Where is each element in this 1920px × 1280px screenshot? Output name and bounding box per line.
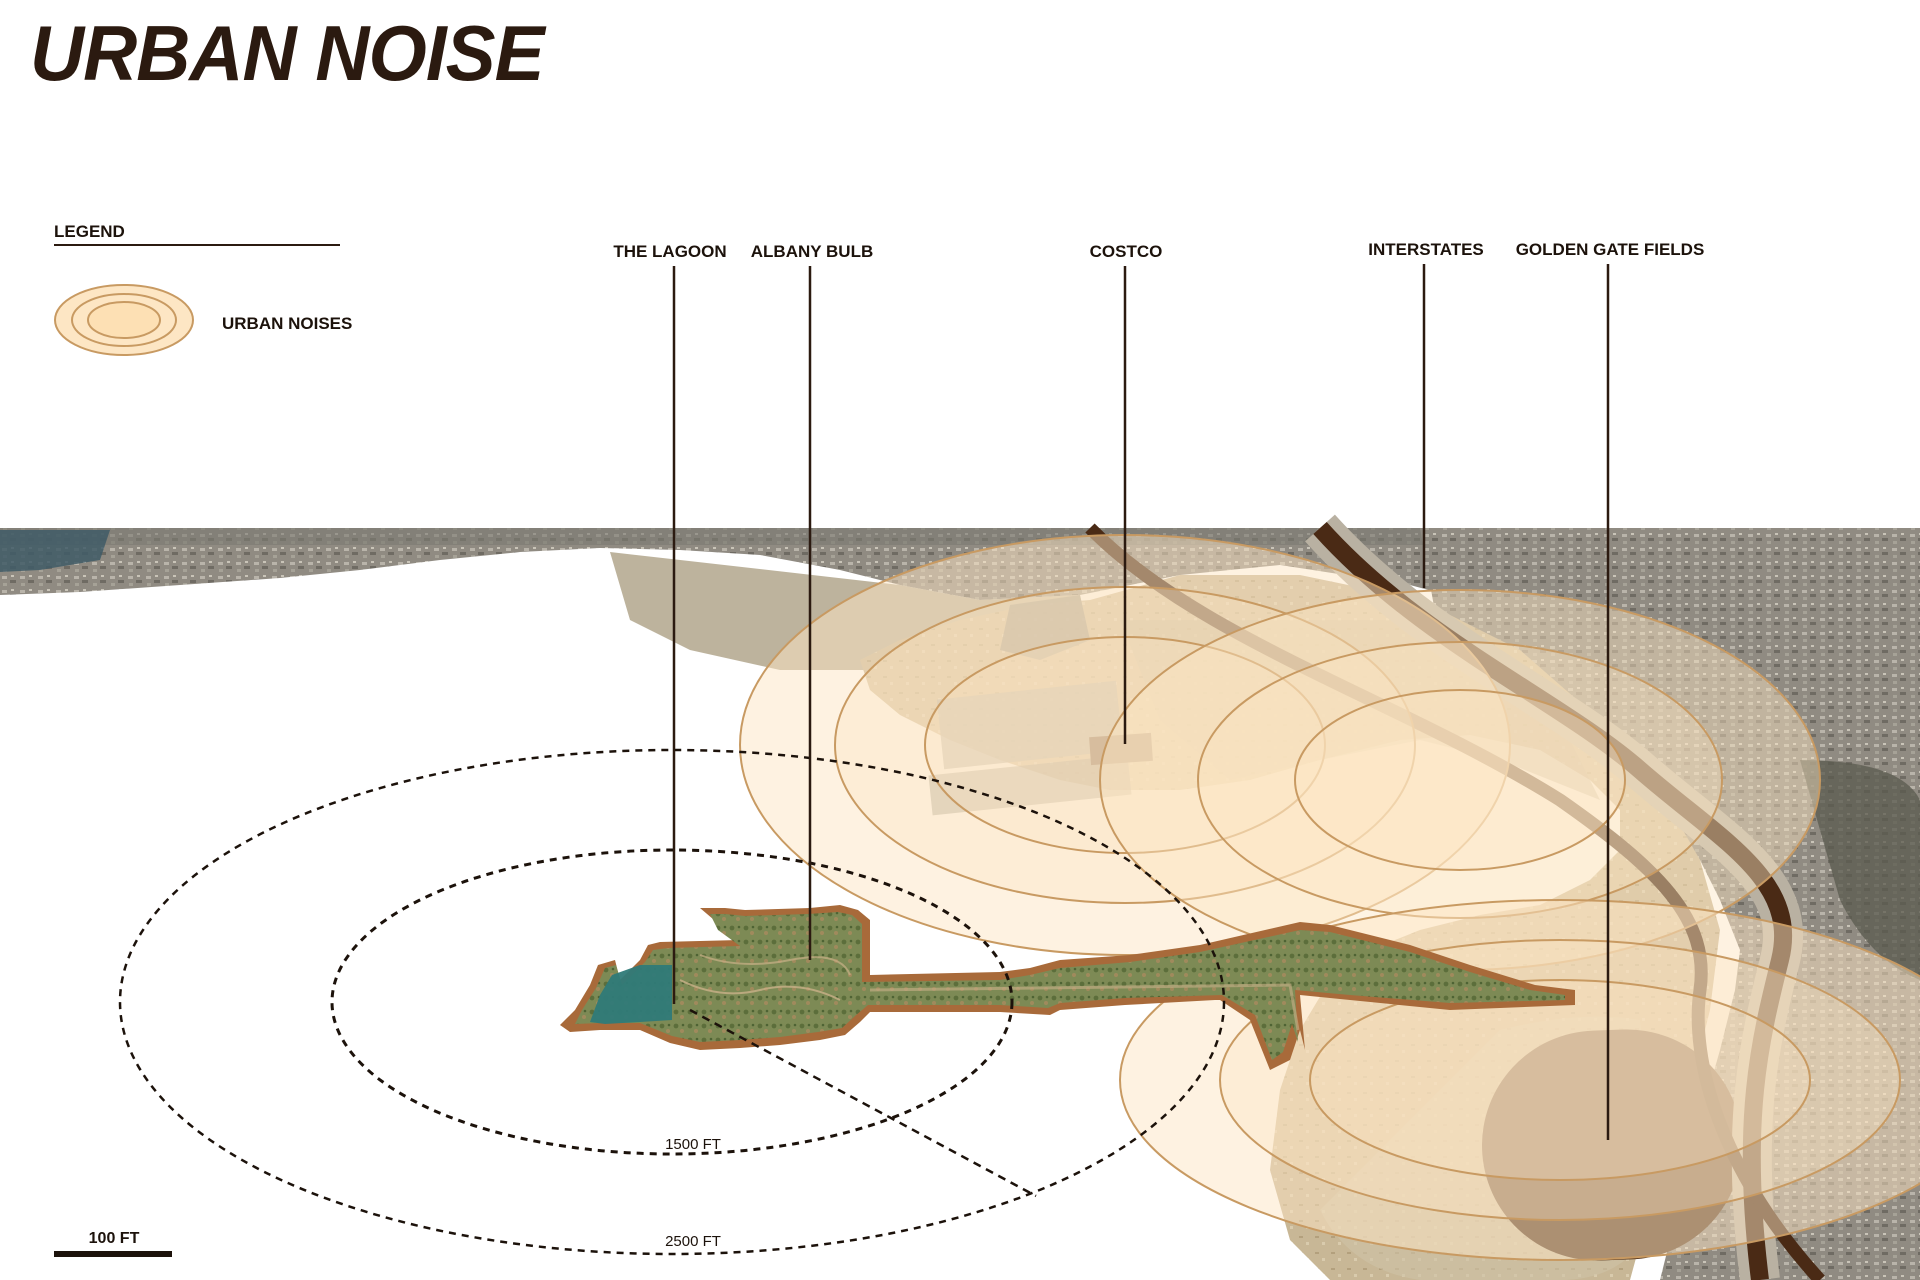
distance-rings — [118, 748, 1226, 1256]
ring-label-2500ft: 2500 FT — [665, 1233, 721, 1250]
legend-heading: LEGEND — [54, 222, 340, 246]
noise-zone-costco — [739, 534, 1511, 956]
scale-bar: 100 FT — [54, 1230, 174, 1257]
scale-bar-label: 100 FT — [88, 1230, 140, 1247]
ring-label-1500ft: 1500 FT — [665, 1136, 721, 1153]
callout-albany-bulb: ALBANY BULB — [750, 242, 874, 261]
callout-the-lagoon: THE LAGOON — [613, 242, 727, 261]
legend-label-urban-noises: URBAN NOISES — [222, 314, 353, 333]
callout-costco: COSTCO — [1089, 242, 1163, 261]
page-title: URBAN NOISE — [30, 9, 545, 97]
callout-interstates: INTERSTATES — [1368, 240, 1484, 259]
callout-leaders — [672, 264, 1610, 1140]
scale-bar-line — [54, 1251, 172, 1257]
legend: LEGEND URBAN NOISES — [54, 220, 352, 370]
callout-golden-gate-fields: GOLDEN GATE FIELDS — [1515, 240, 1705, 259]
concentric-ellipses-icon — [54, 284, 194, 356]
noise-zone-interstates — [1099, 589, 1821, 971]
albany-bulb-site — [560, 905, 1575, 1070]
